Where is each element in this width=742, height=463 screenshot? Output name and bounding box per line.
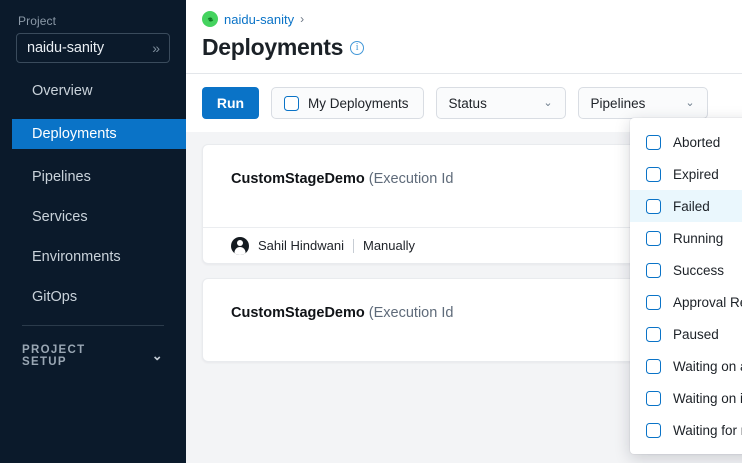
status-option-label: Approval Rejected	[673, 295, 742, 310]
sidebar-item-label: Deployments	[32, 126, 117, 142]
sidebar-item-label: GitOps	[32, 289, 77, 305]
deployment-card-title: CustomStageDemo (Execution Id	[231, 305, 697, 321]
status-option-label: Paused	[673, 327, 719, 342]
status-option-checkbox[interactable]	[646, 391, 661, 406]
project-setup-section[interactable]: PROJECT SETUP ⌄	[0, 344, 186, 368]
status-option-checkbox[interactable]	[646, 199, 661, 214]
status-option-checkbox[interactable]	[646, 423, 661, 438]
deployment-author: Sahil Hindwani	[258, 238, 344, 253]
main-area: naidu-sanity › Deployments i Run My Depl…	[186, 0, 742, 463]
deployment-execution-id: (Execution Id	[369, 171, 454, 187]
status-option-checkbox[interactable]	[646, 167, 661, 182]
status-option-success[interactable]: Success	[630, 254, 742, 286]
status-option-checkbox[interactable]	[646, 135, 661, 150]
info-icon[interactable]: i	[350, 41, 364, 55]
sidebar-item-overview[interactable]: Overview	[0, 79, 186, 103]
page-title: Deployments	[202, 34, 343, 61]
sidebar-item-deployments[interactable]: Deployments	[12, 119, 186, 149]
collapse-chevron-icon: »	[152, 41, 160, 55]
status-option-label: Waiting for resources	[673, 423, 742, 438]
project-selector-value: naidu-sanity	[27, 40, 104, 56]
pipelines-filter-dropdown[interactable]: Pipelines ⌄	[578, 87, 708, 119]
chevron-down-icon: ⌄	[543, 98, 552, 109]
pipelines-filter-label: Pipelines	[591, 96, 646, 111]
status-option-label: Running	[673, 231, 723, 246]
sidebar-item-label: Pipelines	[32, 169, 91, 185]
my-deployments-filter[interactable]: My Deployments	[271, 87, 424, 119]
status-option-checkbox[interactable]	[646, 231, 661, 246]
page-title-row: Deployments i	[202, 34, 742, 61]
sidebar-item-pipelines[interactable]: Pipelines	[0, 165, 186, 189]
status-option-label: Success	[673, 263, 724, 278]
status-option-approval-rejected[interactable]: Approval Rejected	[630, 286, 742, 318]
status-option-running[interactable]: Running	[630, 222, 742, 254]
status-option-aborted[interactable]: Aborted	[630, 126, 742, 158]
chevron-down-icon: ⌄	[152, 348, 164, 364]
status-filter-label: Status	[449, 96, 487, 111]
status-option-waiting-on-intervention[interactable]: Waiting on intervention	[630, 382, 742, 414]
sidebar-item-label: Overview	[32, 83, 92, 99]
status-option-label: Aborted	[673, 135, 720, 150]
my-deployments-label: My Deployments	[308, 96, 409, 111]
status-option-expired[interactable]: Expired	[630, 158, 742, 190]
footer-divider	[353, 239, 354, 253]
status-option-paused[interactable]: Paused	[630, 318, 742, 350]
deployment-name: CustomStageDemo	[231, 305, 365, 321]
deployment-name: CustomStageDemo	[231, 171, 365, 187]
status-dropdown-menu[interactable]: Aborted Expired Failed Running Success A…	[630, 118, 742, 454]
status-option-checkbox[interactable]	[646, 263, 661, 278]
sidebar-item-environments[interactable]: Environments	[0, 245, 186, 269]
my-deployments-checkbox[interactable]	[284, 96, 299, 111]
status-option-label: Failed	[673, 199, 710, 214]
status-option-waiting-on-approval[interactable]: Waiting on approval	[630, 350, 742, 382]
deployment-card-title: CustomStageDemo (Execution Id	[231, 171, 697, 187]
run-button[interactable]: Run	[202, 87, 259, 119]
project-setup-label: PROJECT SETUP	[22, 344, 130, 368]
breadcrumb-link-project[interactable]: naidu-sanity	[224, 12, 294, 27]
status-option-label: Waiting on intervention	[673, 391, 742, 406]
chevron-down-icon: ⌄	[685, 98, 694, 109]
deployment-trigger: Manually	[363, 238, 415, 253]
sidebar-divider	[22, 325, 164, 326]
sidebar-nav: Overview Deployments Pipelines Services …	[0, 79, 186, 309]
avatar	[231, 237, 249, 255]
status-filter-dropdown[interactable]: Status ⌄	[436, 87, 566, 119]
sidebar-item-gitops[interactable]: GitOps	[0, 285, 186, 309]
status-option-waiting-for-resources[interactable]: Waiting for resources	[630, 414, 742, 446]
status-option-checkbox[interactable]	[646, 295, 661, 310]
project-selector[interactable]: naidu-sanity »	[16, 33, 170, 63]
sidebar: Project naidu-sanity » Overview Deployme…	[0, 0, 186, 463]
project-icon	[202, 11, 218, 27]
breadcrumb: naidu-sanity ›	[202, 10, 742, 28]
status-option-checkbox[interactable]	[646, 359, 661, 374]
deployment-execution-id: (Execution Id	[369, 305, 454, 321]
sidebar-item-services[interactable]: Services	[0, 205, 186, 229]
status-option-label: Expired	[673, 167, 719, 182]
sidebar-item-label: Services	[32, 209, 88, 225]
project-label: Project	[0, 14, 186, 33]
status-option-checkbox[interactable]	[646, 327, 661, 342]
breadcrumb-separator: ›	[300, 12, 304, 26]
page-header: naidu-sanity › Deployments i	[186, 0, 742, 73]
status-option-failed[interactable]: Failed	[630, 190, 742, 222]
sidebar-item-label: Environments	[32, 249, 121, 265]
status-option-label: Waiting on approval	[673, 359, 742, 374]
